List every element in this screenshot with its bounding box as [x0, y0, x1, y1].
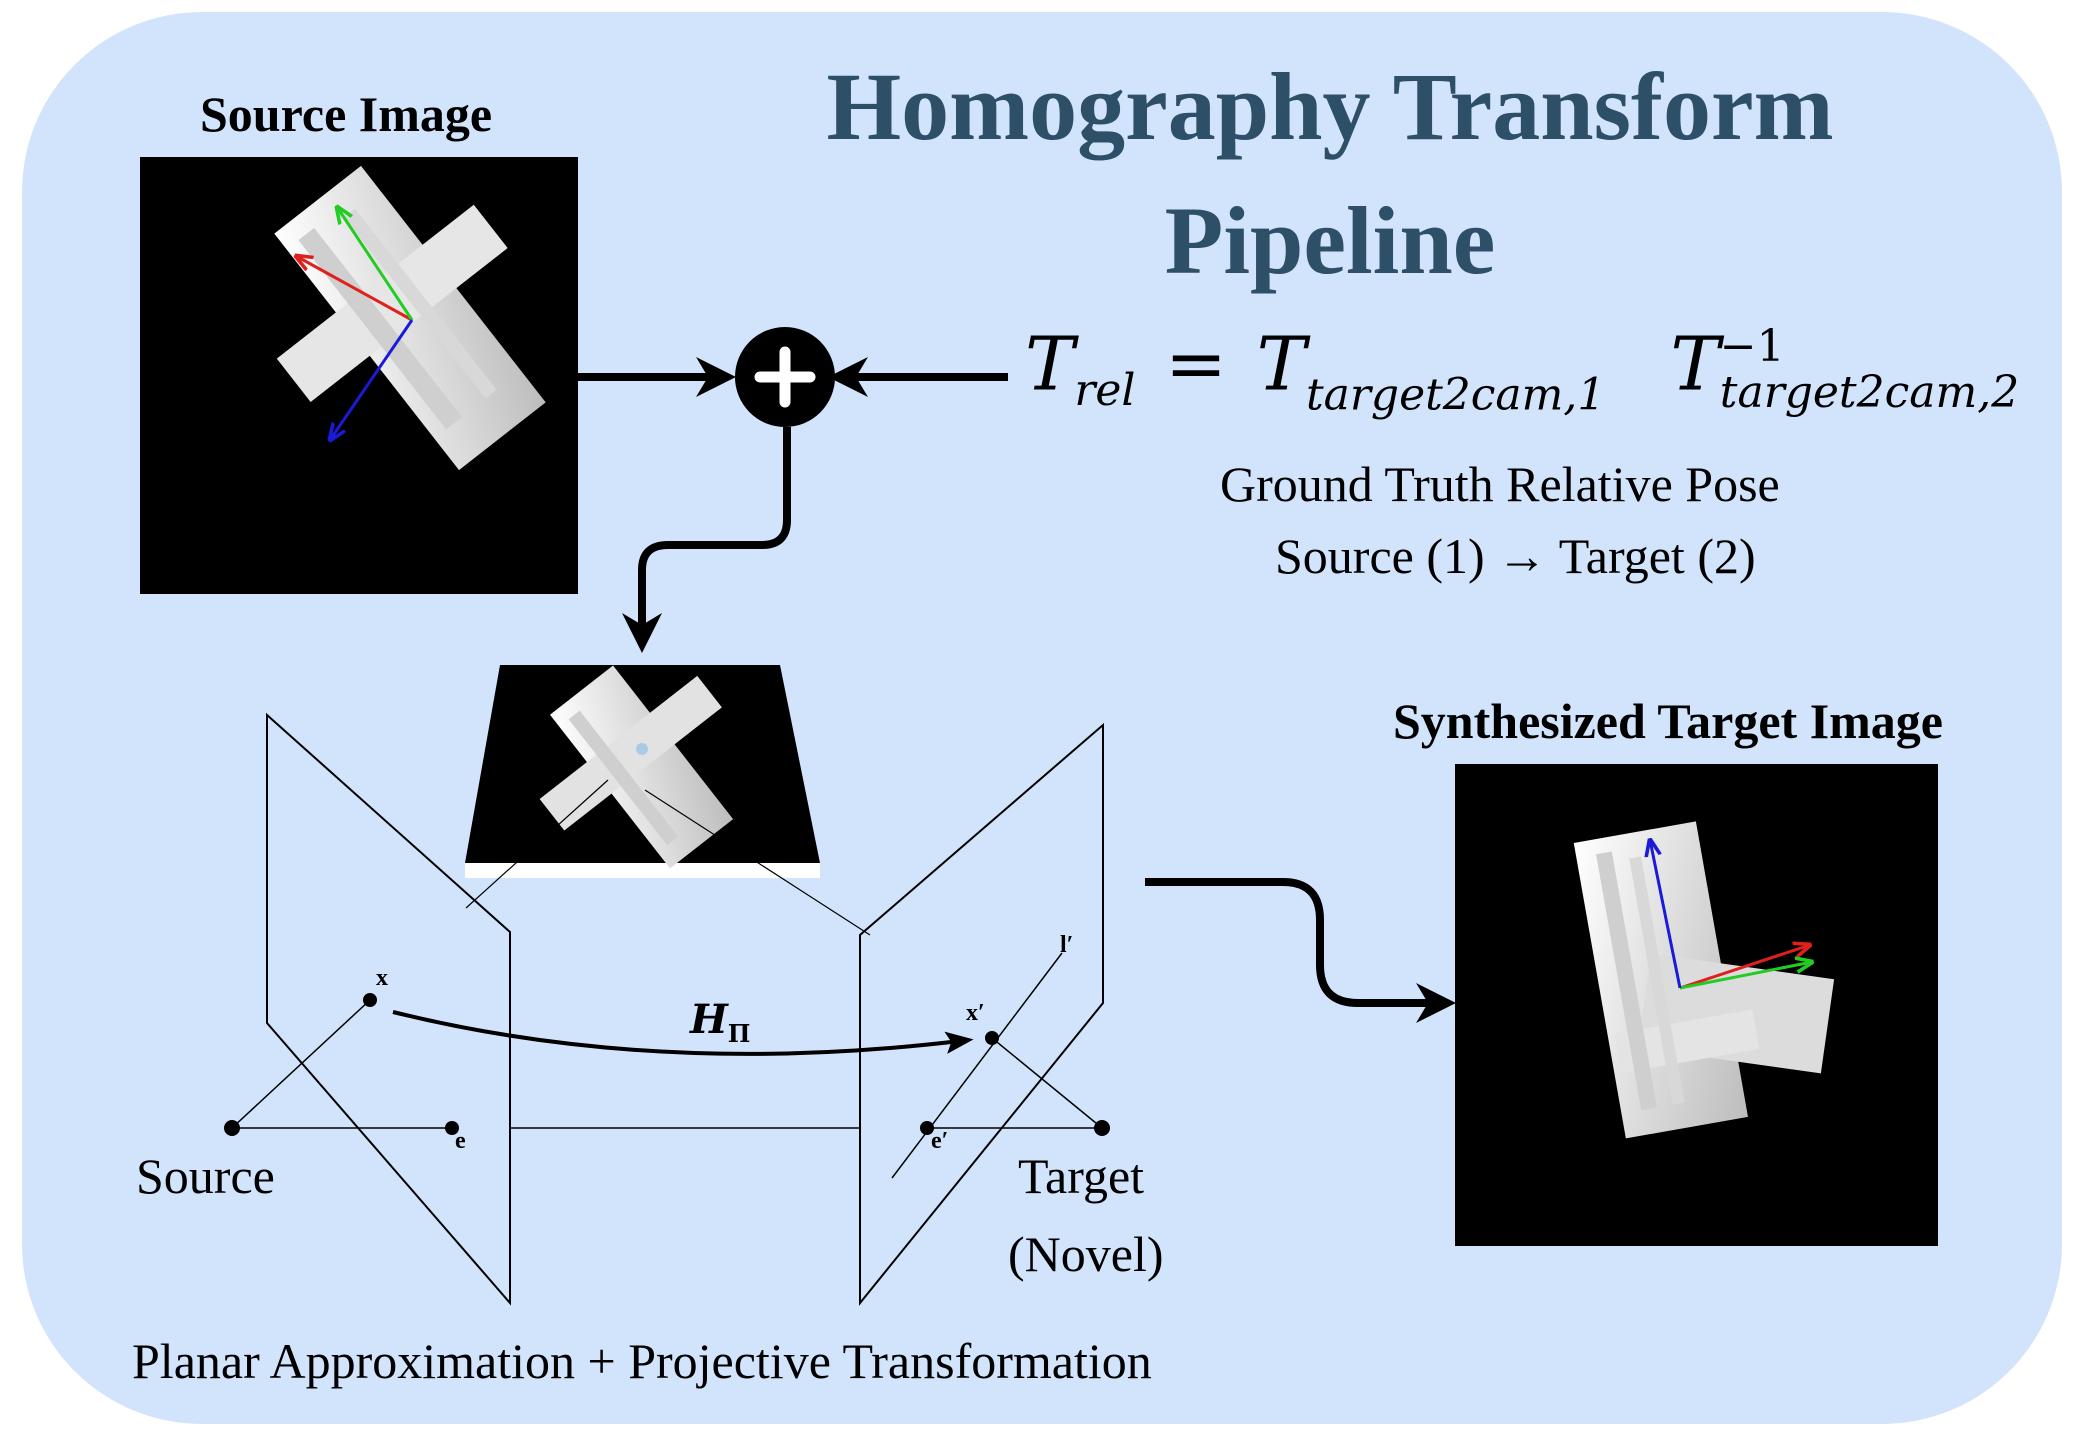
page-title: Homography Transform Pipeline [740, 40, 1920, 309]
eq-lhs: T [1025, 321, 1075, 408]
eq-t2-sub: target2cam,2 [1719, 367, 2020, 418]
pose-caption-line-2: Source (1) → Target (2) [1275, 528, 1756, 584]
eq-equals: = [1165, 321, 1228, 408]
point-x-label: x [376, 965, 388, 991]
source-image [140, 157, 578, 594]
combine-operator [735, 327, 835, 427]
homography-arrow [392, 1010, 974, 1056]
eq-t1-sub: target2cam,1 [1305, 369, 1606, 421]
homography-label: HΠ [690, 996, 750, 1048]
point-x-prime-label: x′ [966, 1000, 985, 1026]
homography-symbol: H [690, 996, 728, 1043]
epipolar-geometry [231, 712, 1104, 1306]
plane-label: Π [735, 664, 778, 724]
eq-lhs-sub: rel [1074, 364, 1136, 416]
source-camera-label: Source [136, 1148, 275, 1204]
epipole-e-label: e [455, 1128, 466, 1154]
source-image-label: Source Image [200, 86, 493, 142]
title-line-2: Pipeline [1164, 187, 1496, 295]
to-target-arrow [1145, 878, 1456, 1023]
title-line-1: Homography Transform [826, 53, 1834, 160]
pose-caption-line-1: Ground Truth Relative Pose [1220, 456, 1780, 512]
eq-t2: T [1670, 321, 1720, 408]
line-l-prime-label: l′ [1060, 932, 1074, 958]
epipole-e-prime-label: e′ [931, 1128, 949, 1154]
target-camera-label: Target [1018, 1148, 1145, 1204]
homography-sub: Π [727, 1019, 751, 1048]
epipolar-points [224, 993, 1110, 1136]
target-camera-note: (Novel) [1008, 1226, 1164, 1282]
eq-t2-sup: −1 [1719, 321, 1785, 372]
target-image-label: Synthesized Target Image [1393, 693, 1943, 749]
operator-to-plane-arrow [622, 427, 791, 653]
target-image [1455, 764, 1938, 1246]
footer-caption: Planar Approximation + Projective Transf… [132, 1333, 1152, 1389]
eq-t1: T [1256, 321, 1306, 408]
